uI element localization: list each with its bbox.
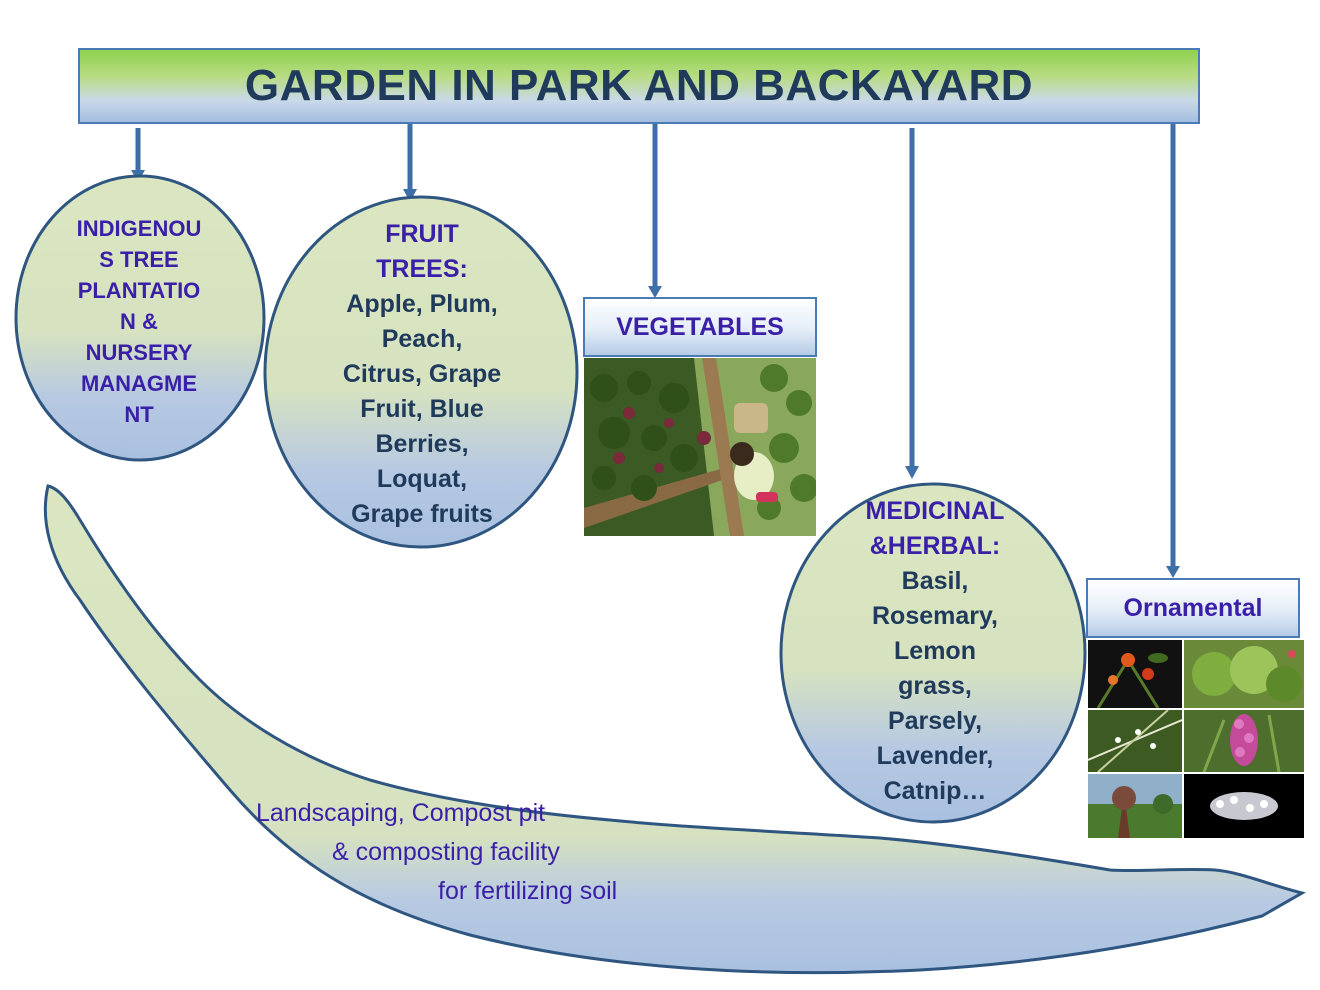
fruit-item-line: Apple, Plum, xyxy=(346,290,498,318)
medicinal-item-line: Basil, xyxy=(901,567,969,595)
fruit-trees-ellipse xyxy=(263,195,579,549)
ornamental-label: Ornamental xyxy=(1123,593,1263,622)
landscaping-label: Landscaping, Compost pit & composting fa… xyxy=(256,794,676,911)
indigenous-label: INDIGENOU S TREE PLANTATIO N & NURSERY M… xyxy=(54,213,224,430)
landscaping-line: for fertilizing soil xyxy=(438,877,618,905)
connector-indigenous xyxy=(131,128,145,182)
fruit-trees-heading: FRUIT xyxy=(385,220,459,248)
ornamental-photo-tile xyxy=(1184,640,1304,708)
fruit-item-line: Citrus, Grape xyxy=(342,360,502,388)
medicinal-item-line: Lemon xyxy=(894,637,976,665)
indigenous-line: N & xyxy=(120,309,158,334)
fruit-item-line: Loquat, xyxy=(376,465,468,493)
medicinal-item-line: Rosemary, xyxy=(872,602,998,630)
indigenous-ellipse xyxy=(14,174,266,462)
medicinal-item-line: Lavender, xyxy=(876,742,994,770)
indigenous-line: S TREE xyxy=(99,247,179,272)
medicinal-heading: &HERBAL: xyxy=(869,532,1001,560)
landscaping-shape xyxy=(43,484,1306,975)
vegetables-label-box: VEGETABLES xyxy=(583,297,817,357)
landscaping-line: Landscaping, Compost pit xyxy=(256,799,546,827)
ornamental-photo-tile xyxy=(1088,710,1182,772)
fruit-trees-label: FRUIT TREES: Apple, Plum, Peach, Citrus,… xyxy=(300,217,544,532)
indigenous-line: NURSERY xyxy=(85,340,193,365)
ornamental-photo-grid xyxy=(1088,640,1304,838)
ornamental-label-box: Ornamental xyxy=(1086,578,1300,638)
medicinal-label: MEDICINAL &HERBAL: Basil, Rosemary, Lemo… xyxy=(830,494,1040,809)
vegetable-garden-photo xyxy=(584,358,816,536)
connector-vegetables xyxy=(648,124,662,298)
ornamental-photo-tile xyxy=(1184,710,1304,772)
connector-medicinal xyxy=(905,128,919,479)
medicinal-item-line: Catnip… xyxy=(883,777,987,805)
connector-ornamental xyxy=(1166,124,1180,578)
medicinal-ellipse xyxy=(779,482,1087,824)
indigenous-line: INDIGENOU xyxy=(76,216,202,241)
medicinal-item-line: grass, xyxy=(898,672,972,700)
indigenous-line: PLANTATIO xyxy=(77,278,201,303)
indigenous-line: MANAGME xyxy=(80,371,198,396)
fruit-trees-heading: TREES: xyxy=(376,255,468,283)
indigenous-line: NT xyxy=(124,402,154,427)
fruit-item-line: Fruit, Blue xyxy=(360,395,484,423)
vegetables-label: VEGETABLES xyxy=(616,312,784,341)
landscaping-line: & composting facility xyxy=(332,838,560,866)
ornamental-photo-tile xyxy=(1088,774,1182,838)
medicinal-item-line: Parsely, xyxy=(887,707,983,735)
diagram-title: GARDEN IN PARK AND BACKAYARD xyxy=(244,61,1034,110)
title-bar: GARDEN IN PARK AND BACKAYARD xyxy=(78,48,1200,124)
connector-fruit-trees xyxy=(403,124,417,202)
medicinal-heading: MEDICINAL xyxy=(865,497,1005,525)
ornamental-photo-tile xyxy=(1088,640,1182,708)
fruit-item-line: Grape fruits xyxy=(351,500,493,528)
fruit-item-line: Peach, xyxy=(381,325,463,353)
fruit-item-line: Berries, xyxy=(375,430,469,458)
ornamental-photo-tile xyxy=(1184,774,1304,838)
